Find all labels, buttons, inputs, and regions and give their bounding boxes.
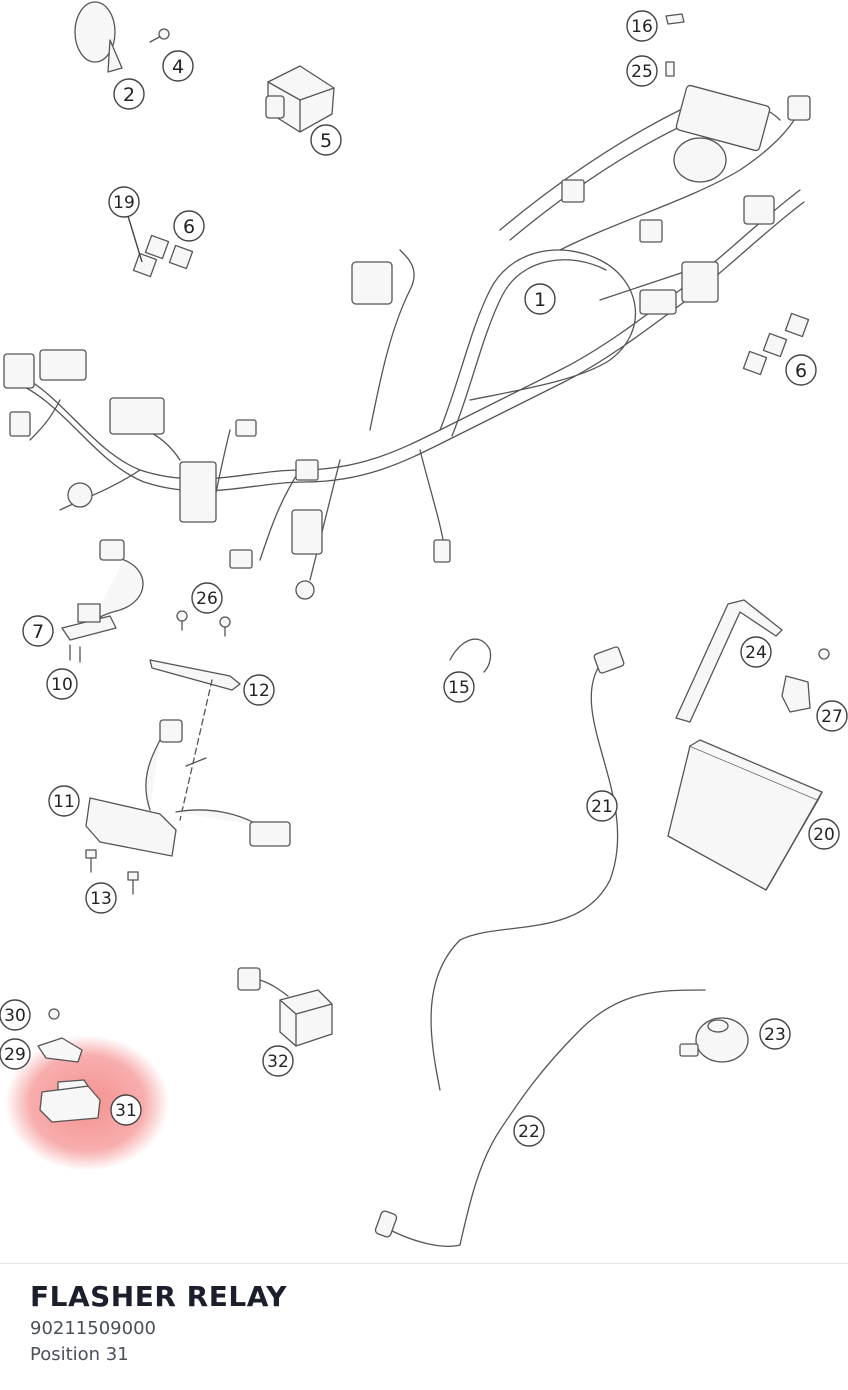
part-22-cable xyxy=(374,989,706,1247)
callout-21-label: 21 xyxy=(591,797,613,817)
callout-23-label: 23 xyxy=(764,1025,786,1045)
callout-19-label: 19 xyxy=(113,193,135,213)
part-21-cable xyxy=(430,646,625,1091)
part-5-relay xyxy=(265,65,335,133)
callout-6-right-label: 6 xyxy=(795,360,807,382)
callout-1[interactable]: 1 xyxy=(524,283,556,315)
callout-10-label: 10 xyxy=(51,675,73,695)
callout-20-label: 20 xyxy=(813,825,835,845)
callout-12-label: 12 xyxy=(248,681,270,701)
part-32-relay xyxy=(237,967,333,1047)
part-info-panel: FLASHER RELAY 90211509000 Position 31 xyxy=(30,1278,287,1368)
callout-31[interactable]: 31 xyxy=(110,1094,142,1126)
callout-22-label: 22 xyxy=(518,1122,540,1142)
part-23-horn xyxy=(679,1017,749,1063)
callout-24[interactable]: 24 xyxy=(740,636,772,668)
callout-11[interactable]: 11 xyxy=(48,785,80,817)
callout-22[interactable]: 22 xyxy=(513,1115,545,1147)
callout-6-upper[interactable]: 6 xyxy=(173,210,205,242)
callout-19[interactable]: 19 xyxy=(108,186,140,218)
callout-5-label: 5 xyxy=(320,130,332,152)
part-15-cable xyxy=(449,638,492,673)
part-position: Position 31 xyxy=(30,1344,129,1365)
callout-13[interactable]: 13 xyxy=(85,882,117,914)
callout-6-upper-label: 6 xyxy=(183,216,195,238)
callout-16[interactable]: 16 xyxy=(626,10,658,42)
part-number: 90211509000 xyxy=(30,1318,156,1339)
callout-32[interactable]: 32 xyxy=(262,1045,294,1077)
callout-2[interactable]: 2 xyxy=(113,78,145,110)
callout-25-label: 25 xyxy=(631,62,653,82)
callout-13-label: 13 xyxy=(90,889,112,909)
part-4-screw xyxy=(149,28,170,43)
callout-31-label: 31 xyxy=(115,1101,137,1121)
part-24-strap xyxy=(675,599,783,723)
callout-27-label: 27 xyxy=(821,707,843,727)
part-16-25-clips xyxy=(665,13,685,77)
callout-20[interactable]: 20 xyxy=(808,818,840,850)
callout-29[interactable]: 29 xyxy=(0,1038,31,1070)
callout-26[interactable]: 26 xyxy=(191,582,223,614)
callout-1-label: 1 xyxy=(534,289,546,311)
callout-26-label: 26 xyxy=(196,589,218,609)
part-name: FLASHER RELAY xyxy=(30,1280,287,1313)
callout-5[interactable]: 5 xyxy=(310,124,342,156)
part-13-screws xyxy=(85,849,139,895)
callout-23[interactable]: 23 xyxy=(759,1018,791,1050)
info-divider xyxy=(0,1263,848,1264)
callout-4[interactable]: 4 xyxy=(162,50,194,82)
callout-16-label: 16 xyxy=(631,17,653,37)
part-20-battery xyxy=(667,739,823,891)
callout-6-right[interactable]: 6 xyxy=(785,354,817,386)
callout-30[interactable]: 30 xyxy=(0,999,31,1031)
callout-32-label: 32 xyxy=(267,1052,289,1072)
part-27-bracket xyxy=(781,648,830,713)
part-12-bracket xyxy=(149,659,241,821)
callout-21[interactable]: 21 xyxy=(586,790,618,822)
callout-7-label: 7 xyxy=(32,621,44,643)
part-26-screws xyxy=(176,610,231,637)
callout-11-label: 11 xyxy=(53,792,75,812)
harness-connectors xyxy=(3,84,811,600)
callout-7[interactable]: 7 xyxy=(22,615,54,647)
callout-15-label: 15 xyxy=(448,678,470,698)
callout-2-label: 2 xyxy=(123,84,135,106)
callout-10[interactable]: 10 xyxy=(46,668,78,700)
callout-27[interactable]: 27 xyxy=(816,700,848,732)
callout-25[interactable]: 25 xyxy=(626,55,658,87)
callout-15[interactable]: 15 xyxy=(443,671,475,703)
part-7-sensor xyxy=(61,539,144,663)
part-2-sensor xyxy=(74,1,123,73)
part-31-flasher-relay xyxy=(37,1008,101,1123)
part-6-relays xyxy=(132,234,810,376)
callout-4-label: 4 xyxy=(172,56,184,78)
callout-29-label: 29 xyxy=(4,1045,26,1065)
part-11-regulator xyxy=(85,719,291,857)
callout-30-label: 30 xyxy=(4,1006,26,1026)
callout-12[interactable]: 12 xyxy=(243,674,275,706)
exploded-parts-diagram: 1 2 4 5 6 6 7 10 11 12 13 15 16 19 20 21… xyxy=(0,1,848,1247)
callout-24-label: 24 xyxy=(745,643,767,663)
